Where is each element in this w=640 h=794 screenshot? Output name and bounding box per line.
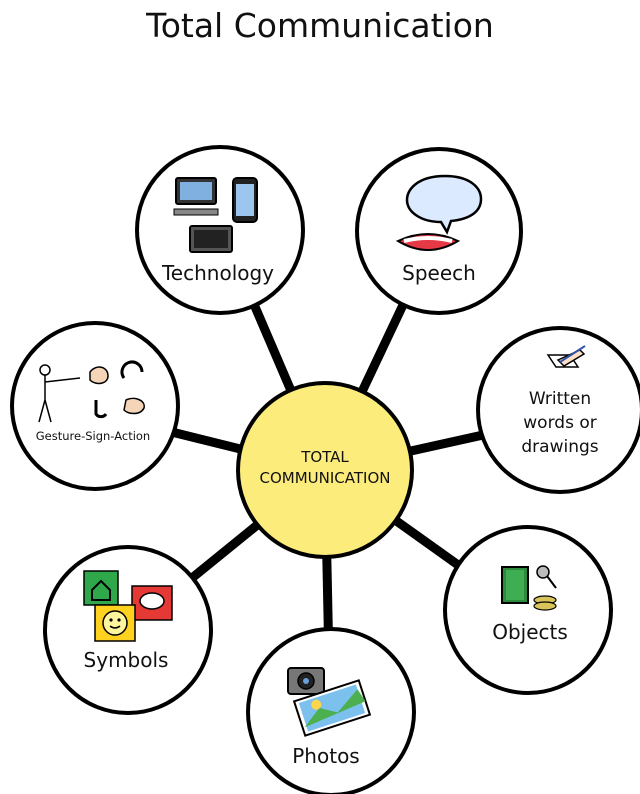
symbol-cards-icon [83,570,173,642]
node-label-technology: Technology [161,261,274,285]
center-label-line1: TOTAL [300,448,349,466]
node-label-objects: Objects [492,620,568,644]
writing-hand-icon [546,345,586,368]
node-speech: Speech [355,147,523,315]
node-label-gesture: Gesture-Sign-Action [36,429,150,443]
node-label-written-1: Written [529,389,591,409]
gesture-person-icon [38,360,145,423]
node-label-written-2: words or [523,413,596,433]
computer-phone-icon [173,177,258,253]
center-node: TOTAL COMMUNICATION [236,381,414,559]
speech-mouth-icon [395,174,483,251]
node-label-photos: Photos [292,744,359,768]
node-written: Written words or drawings [476,326,640,494]
center-label-line2: COMMUNICATION [260,469,391,487]
node-label-speech: Speech [402,261,476,285]
node-objects: Objects [443,525,613,695]
node-symbols: Symbols [43,545,213,715]
page-title: Total Communication [146,6,494,45]
node-label-symbols: Symbols [84,648,169,672]
camera-photo-icon [287,667,372,737]
book-keys-icon [501,565,557,611]
node-photos: Photos [246,627,416,794]
node-gesture: Gesture-Sign-Action [10,321,180,491]
node-label-written-3: drawings [521,437,598,457]
node-technology: Technology [135,145,305,315]
